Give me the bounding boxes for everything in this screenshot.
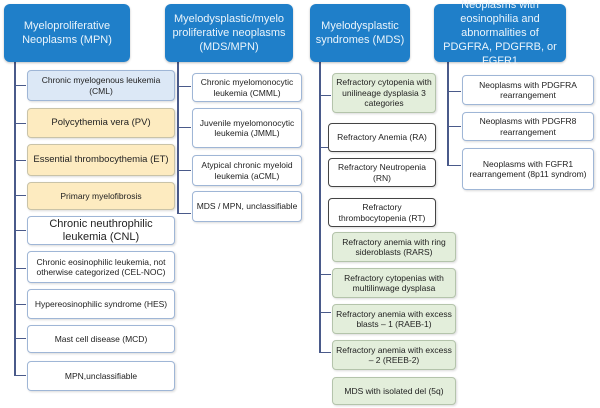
item-cml: Chronic myelogenous leukemia (CML) — [27, 70, 175, 101]
connector — [14, 160, 26, 161]
connector-mpn-trunk — [14, 62, 16, 376]
connector — [14, 123, 26, 124]
connector — [319, 147, 331, 148]
header-mds: Myelodysplastic syndromes (MDS) — [310, 4, 410, 62]
item-rcud: Refractory cytopenia with unilineage dys… — [332, 73, 436, 113]
header-mds-mpn: Myelodysplastic/myelo proliferative neop… — [165, 4, 293, 62]
connector — [447, 126, 461, 127]
connector — [14, 304, 26, 305]
item-acml: Atypical chronic myeloid leukemia (aCML) — [192, 155, 302, 186]
item-rars: Refractory anemia with ring sideroblasts… — [332, 232, 456, 262]
item-mpn-unclassifiable: MPN,unclassifiable — [27, 361, 175, 391]
item-ra: Refractory Anemia (RA) — [328, 123, 436, 152]
connector — [14, 268, 26, 269]
connector — [14, 195, 26, 196]
connector — [177, 127, 191, 128]
item-et: Essential thrombocythemia (ET) — [27, 144, 175, 176]
connector — [177, 170, 191, 171]
connector — [14, 338, 26, 339]
item-primary-myelofibrosis: Primary myelofibrosis — [27, 182, 175, 210]
connector — [447, 91, 461, 92]
item-fgfr1: Neoplasms with FGFR1 rearrangement (8p11… — [462, 148, 594, 190]
connector-mdsmpn-trunk — [177, 62, 179, 214]
connector — [14, 230, 26, 231]
connector — [319, 95, 331, 96]
item-mds-del-5q: MDS with isolated del (5q) — [332, 377, 456, 405]
item-pv: Polycythemia vera (PV) — [27, 108, 175, 138]
item-raeb-1: Refractory anemia with excess blasts – 1… — [332, 304, 456, 334]
item-raeb-2: Refractory anemia with excess – 2 (REEB-… — [332, 340, 456, 370]
item-cmml: Chronic myelomonocytic leukemia (CMML) — [192, 73, 302, 102]
connector-mds-trunk — [319, 62, 321, 352]
item-rcmd: Refractory cytopenias with multilinwage … — [332, 268, 456, 298]
item-pdgfrb: Neoplasms with PDGFR8 rearrangement — [462, 112, 594, 141]
item-rn: Refractory Neutropenia (RN) — [328, 158, 436, 187]
item-cel-noc: Chronic eosinophilic leukemia, not other… — [27, 251, 175, 283]
item-mds-mpn-unclassifiable: MDS / MPN, unclassifiable — [192, 191, 302, 222]
connector — [319, 274, 331, 275]
item-mcd: Mast cell disease (MCD) — [27, 325, 175, 353]
connector — [319, 312, 331, 313]
item-pdgfra: Neoplasms with PDGFRA rearrangement — [462, 75, 594, 105]
connector — [14, 85, 26, 86]
connector — [14, 375, 26, 376]
connector-eos-trunk — [447, 62, 449, 166]
connector — [177, 86, 191, 87]
item-jmml: Juvenile myelomonocytic leukemia (JMML) — [192, 108, 302, 148]
item-hes: Hypereosinophilic syndrome (HES) — [27, 289, 175, 319]
connector — [447, 165, 461, 166]
item-cnl: Chronic neuthrophilic leukemia (CNL) — [27, 216, 175, 245]
connector — [177, 213, 191, 214]
header-eosinophilia: Neoplasms with eosinophilia and abnormal… — [434, 0, 566, 67]
connector — [319, 352, 331, 353]
header-mpn: Myeloproliferative Neoplasms (MPN) — [4, 4, 130, 62]
item-rt: Refractory thrombocytopenia (RT) — [328, 198, 436, 227]
